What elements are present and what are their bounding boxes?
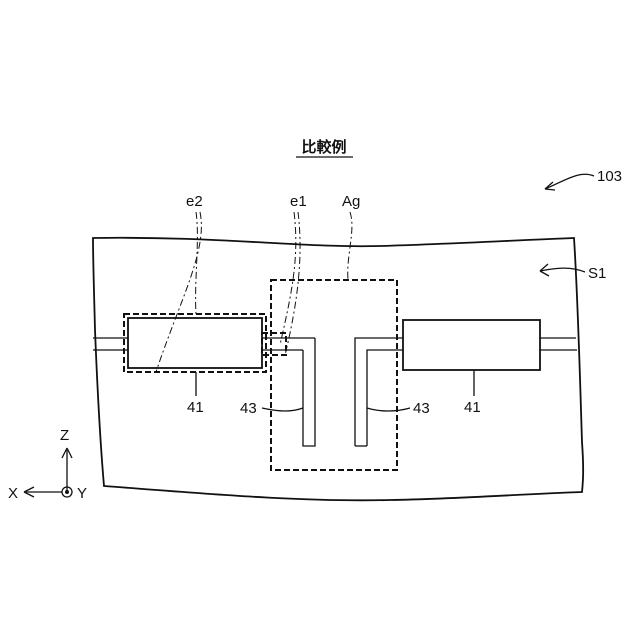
- figure-number: 103: [597, 168, 622, 185]
- e1-label: e1: [290, 193, 307, 210]
- y-axis-symbol-dot: [65, 490, 69, 494]
- substrate-outline: [93, 238, 583, 501]
- e1-leader-a: [280, 212, 296, 345]
- e2-leader-b: [156, 212, 201, 372]
- figure-number-leader: [545, 174, 594, 189]
- z-axis-label: Z: [60, 427, 69, 444]
- right-stub-line: [355, 338, 403, 446]
- left-line-label: 43: [240, 400, 257, 417]
- gap-label: Ag: [342, 193, 360, 210]
- left-line-leader: [262, 408, 303, 411]
- right-element-label: 41: [464, 399, 481, 416]
- right-element: [403, 320, 540, 370]
- x-axis-label: X: [8, 485, 18, 502]
- left-stub-line: [303, 338, 315, 446]
- right-line-label: 43: [413, 400, 430, 417]
- gap-region: [271, 280, 397, 470]
- left-element-label: 41: [187, 399, 204, 416]
- substrate-leader: [540, 268, 585, 272]
- e2-leader-a: [196, 212, 198, 314]
- left-element: [128, 318, 262, 368]
- figure-title: 比較例: [301, 138, 346, 156]
- right-line-leader: [367, 408, 410, 411]
- e2-label: e2: [186, 193, 203, 210]
- e2-region: [124, 314, 266, 372]
- figure-number-arrowhead: [545, 182, 555, 190]
- substrate-label: S1: [588, 265, 606, 282]
- y-axis-label: Y: [77, 485, 87, 502]
